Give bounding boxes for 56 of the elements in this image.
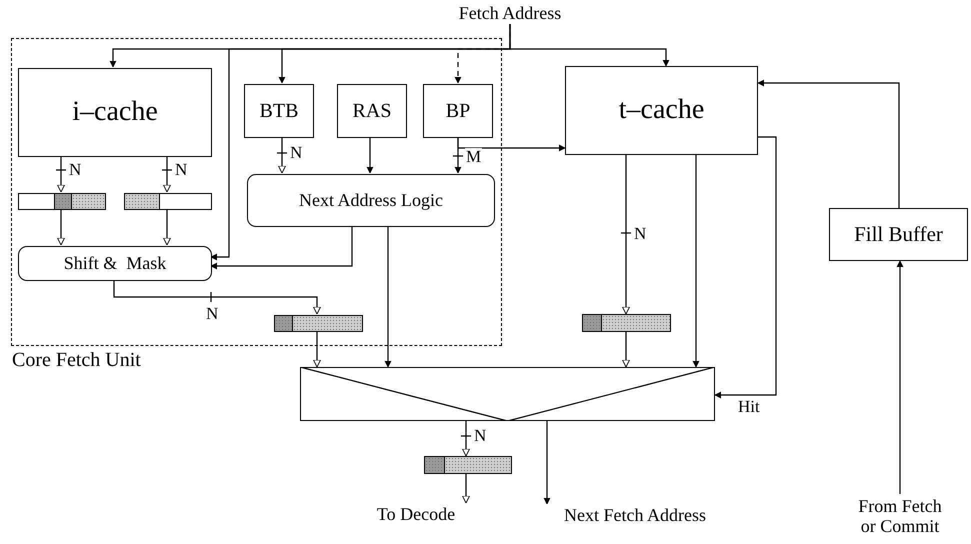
register-bar [18,193,106,210]
group-label: Core Fetch Unit [12,349,141,371]
arrow [113,280,321,314]
arrow [714,136,777,398]
block-label: BP [446,100,470,122]
arrow [210,226,353,270]
arrow [57,209,65,246]
arrow [622,155,630,314]
unit-box [829,208,968,261]
arrow [384,226,392,368]
signal-label: Next Fetch Address [564,506,706,526]
unit-box [337,84,407,138]
edge-label: N [473,427,488,444]
block-label: BTB [260,100,298,122]
arrow [462,474,470,504]
arrow [278,137,286,174]
block-label: i–cache [72,97,158,128]
register-bar [274,315,363,332]
logic-block [18,246,212,281]
arrow [544,421,550,504]
signal-label: Fetch Address [458,4,562,24]
signal-label: To Decode [376,505,456,525]
signal-label: From Fetch or Commit [857,497,943,537]
unit-box [423,84,493,138]
register-bar [424,456,512,474]
edge-label: N [174,161,188,178]
arrow [758,80,900,208]
arrow [622,332,630,368]
edge-label: N [289,144,304,161]
unit-box [18,68,212,157]
block-label: RAS [352,100,392,122]
block-label: Shift & Mask [64,254,166,274]
arrow [509,24,670,66]
arrow [366,137,374,174]
arrow [57,156,65,192]
arrow [163,209,171,246]
arrow [457,137,566,152]
register-bar [582,314,671,332]
arrow [163,156,171,192]
arrow [462,421,470,456]
edge-label: M [465,148,482,165]
block-label: t–cache [618,95,704,126]
edge-label: N [633,225,648,242]
arrow [896,260,904,494]
selector-box [300,367,715,421]
edge-label: N [205,305,220,322]
arrow [313,331,321,368]
register-bar [124,193,212,210]
block-label: Next Address Logic [299,190,443,210]
logic-block [247,174,495,227]
arrow [692,155,700,368]
edge-label: Hit [737,398,761,415]
unit-box [244,84,314,138]
unit-box [565,66,758,155]
block-label: Fill Buffer [854,222,943,246]
edge-label: N [68,161,82,178]
